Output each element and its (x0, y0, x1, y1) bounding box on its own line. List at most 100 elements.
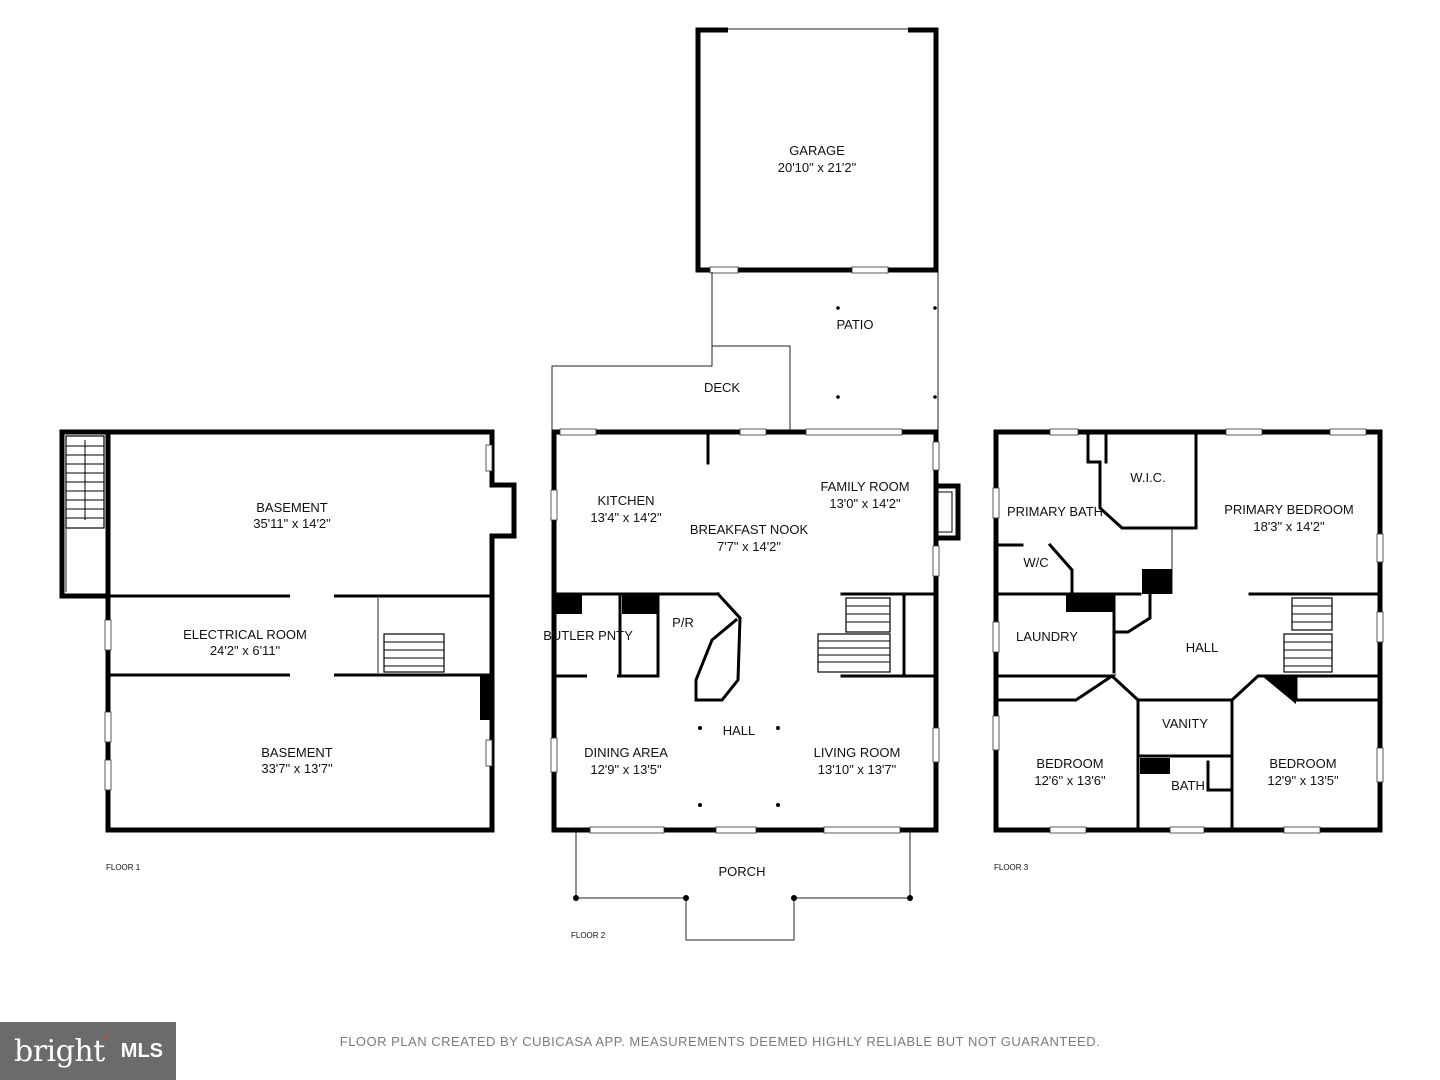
room-label: P/R (672, 615, 694, 630)
floor-3-block (1142, 569, 1172, 594)
floor-3-window (1376, 533, 1384, 563)
room-size: 13'4" x 14'2" (590, 510, 662, 525)
floor-1-stairs-left (65, 435, 105, 529)
room-label: BATH (1171, 778, 1205, 793)
floor-label: FLOOR 1 (106, 863, 141, 872)
floor-3-window (1225, 428, 1263, 436)
pr-block (622, 594, 658, 614)
porch-post (907, 895, 913, 901)
room-size: 12'9" x 13'5" (590, 762, 662, 777)
room-size: 20'10" x 21'2" (778, 160, 857, 175)
room-size: 33'7" x 13'7" (261, 761, 333, 776)
room-label: GARAGE (789, 143, 845, 158)
floor-3-window (1049, 826, 1087, 834)
floor-2: GARAGE 20'10" x 21'2" PATIO DECK KITCHEN… (543, 27, 961, 941)
bath-tub-wall (1206, 760, 1234, 792)
room-label: BREAKFAST NOOK (690, 522, 809, 537)
room-label: BEDROOM (1269, 756, 1336, 771)
room-label: PORCH (719, 864, 766, 879)
column-dot (698, 803, 702, 807)
floor-2-window (823, 826, 901, 834)
logo-mls: MLS (120, 1039, 164, 1062)
bright-mls-logo: bright ✓ MLS (0, 1022, 176, 1080)
column-dot (776, 726, 780, 730)
porch-outline (575, 830, 911, 941)
column-dot (698, 726, 702, 730)
bath-block (1140, 758, 1170, 774)
floor-1-window (104, 759, 112, 791)
room-size: 13'0" x 14'2" (829, 496, 901, 511)
room-label: BASEMENT (261, 745, 333, 760)
column-dot (776, 803, 780, 807)
floor-3-window (992, 621, 1000, 653)
deck-edge (551, 346, 713, 430)
room-size: 35'11" x 14'2" (253, 516, 331, 531)
logo-accent-icon: ✓ (100, 1030, 111, 1044)
floor-label: FLOOR 2 (571, 931, 606, 940)
patio-post (836, 306, 840, 310)
room-label: BUTLER PNTY (543, 628, 633, 643)
floor-1-window (485, 444, 493, 472)
floor-1-stairs-center (383, 633, 445, 673)
patio-post (933, 306, 937, 310)
patio-edge (711, 272, 791, 430)
floor-1-door-upper (290, 593, 334, 599)
floor-2-window (550, 737, 558, 773)
room-label: LAUNDRY (1016, 629, 1078, 644)
pr-curved-wall (694, 591, 742, 702)
garage-door (728, 27, 908, 33)
room-label: LIVING ROOM (814, 745, 901, 760)
room-size: 18'3" x 14'2" (1253, 519, 1325, 534)
bedroom-right-block (1262, 676, 1296, 704)
pantry-block (554, 594, 582, 614)
floor-3-window (1376, 611, 1384, 643)
room-label: HALL (723, 723, 756, 738)
fireplace-hearth (937, 491, 953, 533)
bedroom-right-top-wall (1229, 674, 1382, 703)
floor-3-window (1283, 826, 1321, 834)
room-label: VANITY (1162, 716, 1208, 731)
room-label: PRIMARY BATH (1007, 504, 1103, 519)
room-label: W.I.C. (1130, 470, 1165, 485)
floor-3-window (1329, 428, 1367, 436)
floor-1-window (104, 711, 112, 743)
pantry-door (587, 672, 617, 679)
patio-post (933, 395, 937, 399)
floor-1-window (485, 739, 493, 767)
garage-window (709, 266, 739, 274)
room-label: W/C (1023, 555, 1048, 570)
room-size: 24'2" x 6'11" (210, 643, 281, 658)
room-label: HALL (1186, 640, 1219, 655)
laundry-block (1066, 594, 1114, 612)
floor-2-window (739, 428, 767, 436)
room-label: DINING AREA (584, 745, 668, 760)
floor-3-window (992, 715, 1000, 751)
room-label: DECK (704, 380, 740, 395)
logo-word: bright (14, 1033, 105, 1069)
floor-1-column (480, 676, 492, 720)
disclaimer-text: FLOOR PLAN CREATED BY CUBICASA APP. MEAS… (339, 1034, 1101, 1049)
wic-wall (1086, 430, 1198, 530)
room-label: FAMILY ROOM (820, 479, 909, 494)
room-label: PRIMARY BEDROOM (1224, 502, 1354, 517)
floor-2-window (932, 545, 940, 577)
garage-window (851, 266, 889, 274)
floor-3-window (1169, 826, 1205, 834)
floor-1-stair-annex-wall (59, 429, 111, 599)
room-label: BASEMENT (256, 500, 328, 515)
floor-1: BASEMENT 35'11" x 14'2" ELECTRICAL ROOM … (59, 429, 517, 872)
fireplace (933, 483, 961, 541)
room-label: BEDROOM (1036, 756, 1103, 771)
hall-angle-wall (1114, 592, 1152, 634)
wc-wall (1047, 542, 1074, 596)
floor-1-window (104, 619, 112, 651)
room-label: ELECTRICAL ROOM (183, 627, 307, 642)
floor-2-window (932, 441, 940, 471)
porch-post (573, 895, 579, 901)
room-size: 12'9" x 13'5" (1267, 773, 1339, 788)
room-size: 12'6" x 13'6" (1034, 773, 1106, 788)
porch-post (683, 895, 689, 901)
patio-post (836, 395, 840, 399)
porch-post (791, 895, 797, 901)
floor-3: W.I.C. PRIMARY BATH PRIMARY BEDROOM 18'3… (992, 428, 1384, 872)
